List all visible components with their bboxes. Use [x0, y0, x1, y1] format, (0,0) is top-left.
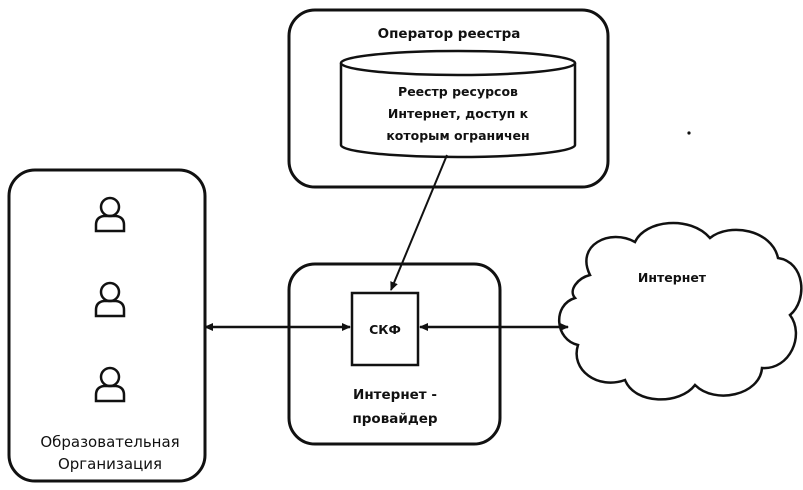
- educational-org-title-line1: Образовательная: [40, 433, 179, 451]
- internet-label: Интернет: [638, 270, 707, 285]
- isp-title-line1: Интернет -: [353, 387, 437, 403]
- filter-label: СКФ: [369, 322, 401, 337]
- scan-dot: [687, 131, 691, 135]
- registry-database-label-line3: которым ограничен: [386, 128, 529, 143]
- registry-database: Реестр ресурсов Интернет, доступ к котор…: [339, 49, 577, 159]
- cloud-shape: [558, 221, 803, 401]
- user-icon: [94, 366, 126, 403]
- registry-database-label-line1: Реестр ресурсов: [398, 84, 518, 99]
- user-icon: [94, 196, 126, 233]
- isp-title-line2: провайдер: [352, 411, 437, 427]
- registry-database-body: [339, 63, 577, 159]
- user-icon: [94, 281, 126, 318]
- isp-block: СКФ Интернет - провайдер: [287, 262, 502, 446]
- educational-org-title-line2: Организация: [58, 455, 162, 473]
- registry-to-filter-arrow: [390, 154, 448, 291]
- registry-database-label-line2: Интернет, доступ к: [388, 106, 529, 121]
- registry-operator-frame: [287, 8, 610, 189]
- filter-box: [350, 291, 420, 367]
- registry-operator-title: Оператор реестра: [378, 26, 521, 42]
- registry-database-top: [339, 49, 577, 77]
- educational-org-block: Образовательная Организация: [7, 168, 207, 483]
- isp-frame: [287, 262, 502, 446]
- internet-cloud: Интернет: [558, 221, 803, 401]
- registry-operator-block: Оператор реестра Реестр ресурсов Интерне…: [287, 8, 610, 189]
